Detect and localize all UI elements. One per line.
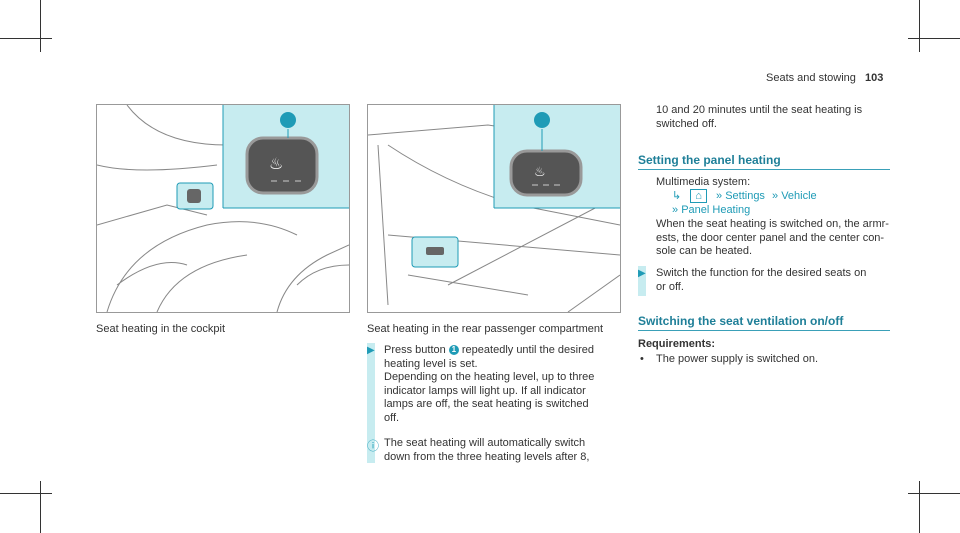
heading-rule [638,169,890,170]
crop-mark [919,0,920,52]
info-icon: ⓘ [367,439,380,453]
cockpit-illustration: ♨ [97,105,349,312]
menu-settings[interactable]: Settings [725,190,765,202]
heading-rule [638,330,890,331]
rear-illustration: ♨ [368,105,620,312]
crop-mark [908,38,960,39]
figure-caption: Seat heating in the rear passenger compa… [367,323,604,335]
arrow-right-icon: ▶ [367,345,375,356]
requirement-item: The power supply is switched on. [656,353,819,365]
system-label: Multimedia system: [656,176,751,188]
section-title: Seats and stowing [766,72,856,84]
chevron-icon: » [772,190,779,202]
callout-badge: 1 [448,345,459,356]
crop-mark [40,481,41,533]
crop-mark [908,493,960,494]
section-heading: Switching the seat ventilation on/off [638,314,844,328]
chevron-icon: » [716,190,723,202]
chevron-icon: » [672,203,679,216]
home-icon[interactable]: ⌂ [690,189,707,203]
crop-mark [0,38,52,39]
figure-caption: Seat heating in the cockpit [96,323,226,335]
svg-text:♨: ♨ [269,154,283,173]
step-highlight-bar [638,266,646,296]
page-header: Seats and stowing 103 [766,72,958,84]
crop-mark [40,0,41,52]
section-heading: Setting the panel heating [638,153,781,167]
continued-text: 10 and 20 minutes until the seat heating… [656,104,863,130]
requirements-label: Requirements: [638,338,716,350]
menu-path: ↳ ⌂ » Settings » Vehicle » Panel Heating [672,189,892,217]
figure-rear: ♨ [367,104,621,313]
step-instruction: Switch the function for the desired seat… [656,267,867,293]
figure-cockpit: ♨ 1 [96,104,350,313]
step-highlight-bar [367,343,375,463]
paragraph: When the seat heating is switched on, th… [656,218,889,257]
crop-mark [0,493,52,494]
svg-text:♨: ♨ [534,165,546,180]
arrow-right-icon: ▶ [638,268,646,279]
menu-panel-heating[interactable]: Panel Heating [681,203,751,216]
step-instruction: Press button 1 repeatedly until the desi… [384,344,595,424]
menu-vehicle[interactable]: Vehicle [781,190,817,202]
page-number: 103 [864,72,884,84]
enter-arrow-icon: ↳ [672,190,682,202]
bullet-icon: • [640,353,644,365]
crop-mark [919,481,920,533]
info-note: The seat heating will automatically swit… [384,437,590,463]
